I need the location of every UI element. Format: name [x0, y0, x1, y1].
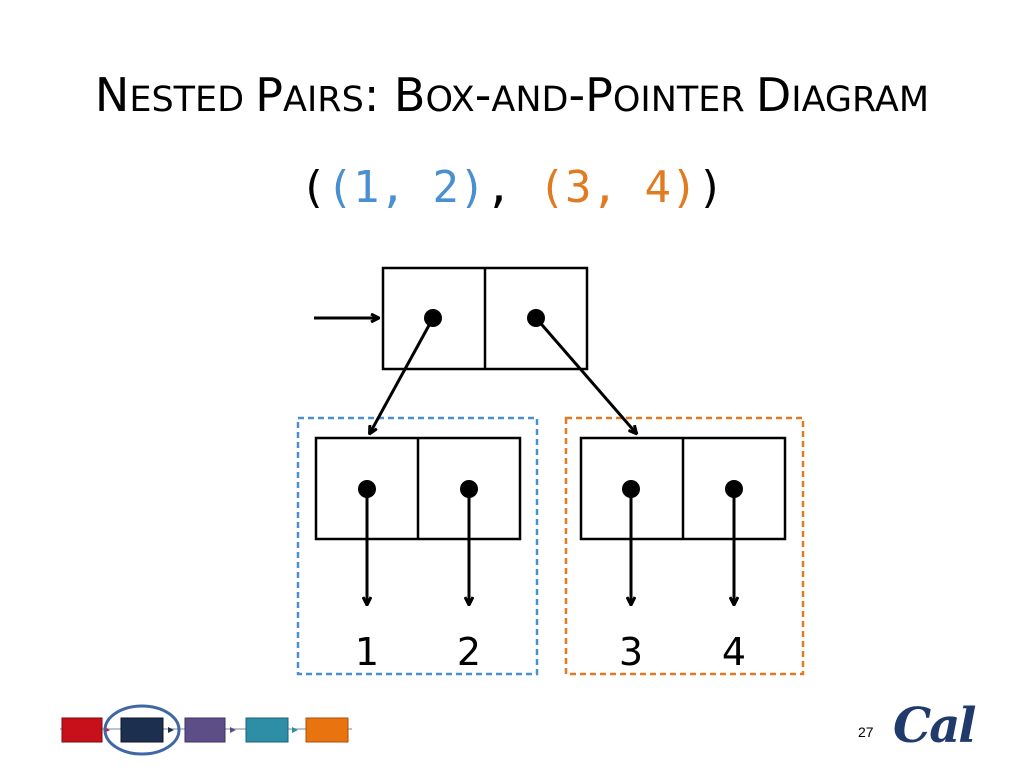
leaf-value-2: 2	[457, 630, 481, 674]
title-part: AND	[491, 80, 569, 120]
leaf-value-1: 1	[355, 630, 379, 674]
page-number: 27	[858, 724, 874, 740]
first-pair-frame	[296, 416, 539, 676]
outer-second-pointer-arrow	[534, 317, 636, 433]
title-part: D	[755, 68, 792, 122]
leaf-value-4: 4	[722, 630, 746, 674]
second-pair-box	[579, 436, 787, 541]
nav-current-highlight	[103, 704, 181, 756]
title-part: ESTED	[129, 80, 256, 120]
title-part: OINTER	[612, 80, 756, 120]
first-pair-box	[314, 436, 522, 541]
second-pair-frame	[564, 416, 805, 676]
nav-step-1[interactable]	[61, 717, 103, 743]
title-part: IAGRAM	[791, 80, 930, 120]
nav-step-4[interactable]	[245, 717, 289, 743]
nav-step-5[interactable]	[305, 717, 349, 743]
title-part: : B	[363, 68, 426, 122]
title-part: AIRS	[283, 80, 364, 120]
title-part: N	[94, 68, 130, 122]
leaf-value-3: 3	[619, 630, 643, 674]
outer-open-paren: (	[300, 162, 327, 213]
pair-separator: ,	[485, 162, 539, 213]
first-pair-text: (1, 2)	[326, 162, 486, 213]
title-part: P	[255, 68, 283, 122]
title-part: -P	[568, 68, 613, 122]
outer-close-paren: )	[697, 162, 724, 213]
nav-step-3[interactable]	[184, 717, 226, 743]
tuple-expression: ((1, 2), (3, 4))	[0, 162, 1024, 213]
title-part: -	[474, 68, 492, 122]
slide-navigation-strip	[60, 704, 352, 756]
second-pair-text: (3, 4)	[538, 162, 698, 213]
cal-logo: Cal	[893, 698, 977, 754]
slide-title: NESTED PAIRS: BOX-AND-POINTER DIAGRAM	[0, 68, 1024, 122]
nav-step-2[interactable]	[120, 717, 164, 743]
title-part: OX	[425, 80, 475, 120]
outer-first-pointer-arrow	[370, 317, 435, 433]
